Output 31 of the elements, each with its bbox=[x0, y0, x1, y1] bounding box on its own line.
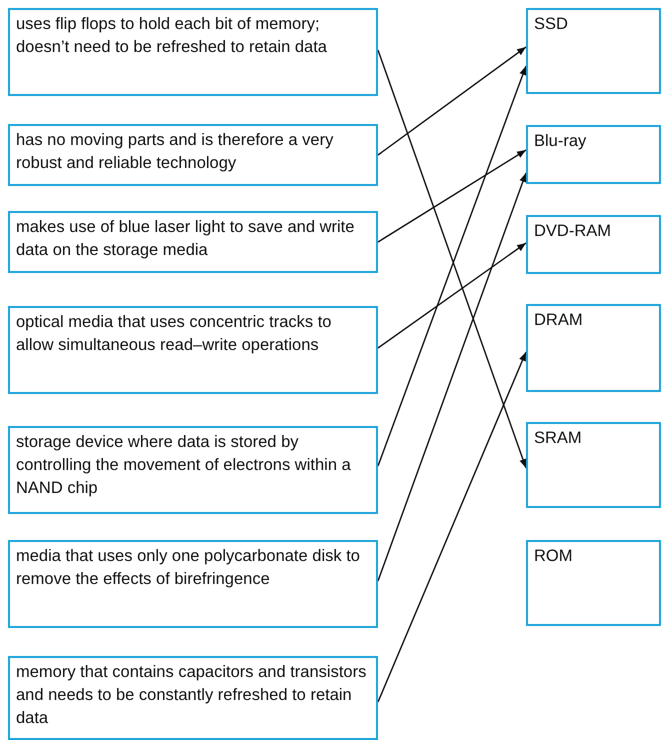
answer-box bbox=[8, 426, 378, 514]
answer-box bbox=[526, 540, 661, 626]
statement-text: makes use of blue laser light to save and write data on the storage media bbox=[16, 217, 356, 261]
answer-box bbox=[8, 211, 378, 273]
answer-box bbox=[8, 124, 378, 186]
statement-text: Blu-ray bbox=[534, 131, 588, 152]
answer-box bbox=[8, 540, 378, 628]
statement-text: ROM bbox=[534, 546, 574, 567]
statement-text: SRAM bbox=[534, 428, 583, 449]
answer-box bbox=[8, 656, 378, 740]
answer-box bbox=[526, 8, 661, 94]
statement-text: DRAM bbox=[534, 310, 584, 331]
answer-box bbox=[526, 215, 661, 274]
statement-text: memory that contains capacitors and transistors and needs to be constantly refreshed to retain data bbox=[16, 662, 368, 729]
statement-text: storage device where data is stored by controlling the movement of electrons within a NAND chip bbox=[16, 432, 352, 499]
arrow bbox=[378, 149, 526, 243]
arrow bbox=[377, 352, 527, 702]
answer-box bbox=[526, 304, 661, 392]
answer-box bbox=[8, 306, 378, 394]
statement-text: DVD-RAM bbox=[534, 221, 612, 242]
arrow bbox=[378, 242, 526, 349]
arrow bbox=[378, 46, 526, 156]
statement-text: has no moving parts and is therefore a very robust and reliable technology bbox=[16, 130, 334, 174]
statement-text: media that uses only one polycarbonate disk to remove the effects of birefringence bbox=[16, 546, 361, 590]
answer-box bbox=[526, 422, 661, 508]
answer-box bbox=[526, 125, 661, 184]
arrow bbox=[377, 172, 527, 582]
statement-text: SSD bbox=[534, 14, 569, 35]
answer-box bbox=[8, 8, 378, 96]
statement-text: optical media that uses concentric tracks to allow simultaneous read–write operations bbox=[16, 312, 332, 356]
statement-text: uses flip flops to hold each bit of memory; doesn’t need to be refreshed to retain data bbox=[16, 14, 328, 58]
